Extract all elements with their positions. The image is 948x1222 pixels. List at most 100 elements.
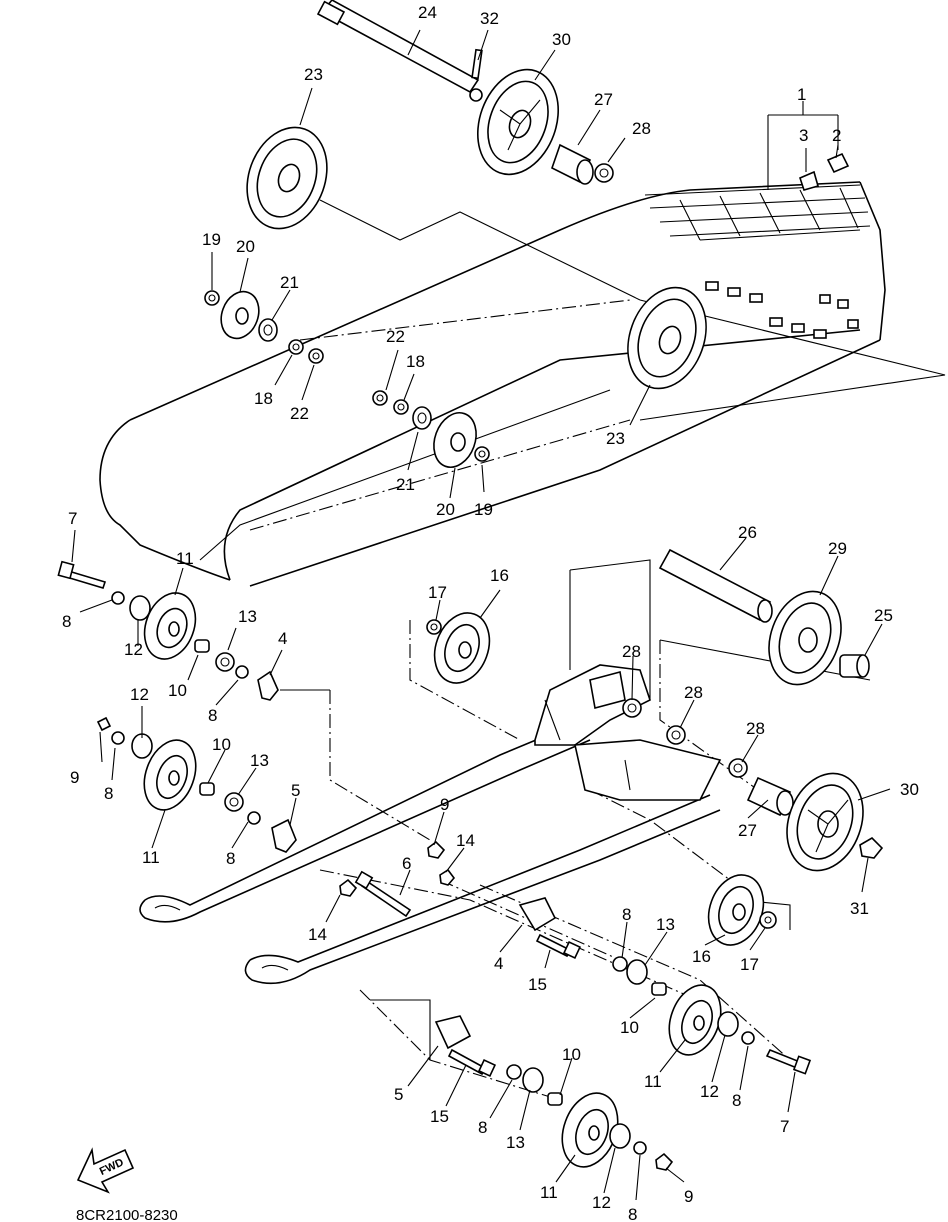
callout-16: 16 — [692, 947, 711, 966]
callout-15: 15 — [430, 1107, 449, 1126]
callout-7: 7 — [780, 1117, 789, 1136]
callout-numbers: 1 3 2 24 32 30 23 27 28 19 20 21 18 22 2… — [62, 3, 919, 1222]
wheel-11-d — [561, 1092, 619, 1168]
callout-8: 8 — [478, 1118, 487, 1137]
callout-10: 10 — [212, 735, 231, 754]
wheel-16-lower — [707, 874, 765, 946]
callout-30: 30 — [552, 30, 571, 49]
slide-rail-right — [244, 794, 721, 985]
callout-17: 17 — [740, 955, 759, 974]
callout-2: 2 — [832, 126, 841, 145]
callout-20: 20 — [436, 500, 455, 519]
callout-13: 13 — [506, 1133, 525, 1152]
callout-12: 12 — [700, 1082, 719, 1101]
collar-27-lower — [746, 776, 794, 817]
callout-9: 9 — [70, 768, 79, 787]
callout-24: 24 — [418, 3, 437, 22]
callout-1: 1 — [797, 85, 806, 104]
callout-9: 9 — [440, 795, 449, 814]
callout-12: 12 — [124, 640, 143, 659]
wheel-30-lower — [786, 772, 864, 872]
callout-3: 3 — [799, 126, 808, 145]
wheel-11-c — [668, 984, 722, 1056]
callout-8: 8 — [62, 612, 71, 631]
callout-25: 25 — [874, 606, 893, 625]
callout-28: 28 — [684, 683, 703, 702]
callout-22: 22 — [290, 404, 309, 423]
small-parts — [57, 152, 884, 1171]
collar-25 — [839, 654, 870, 678]
callout-8: 8 — [208, 706, 217, 725]
wheel-11-b — [143, 739, 197, 811]
callout-19: 19 — [474, 500, 493, 519]
wheel-16-upper — [433, 612, 491, 684]
callout-8: 8 — [732, 1091, 741, 1110]
callout-11: 11 — [644, 1072, 662, 1091]
callout-30: 30 — [900, 780, 919, 799]
track-cleats — [644, 184, 871, 339]
callout-10: 10 — [620, 1018, 639, 1037]
fwd-arrow: FWD — [76, 1147, 135, 1194]
callout-28: 28 — [632, 119, 651, 138]
wheel-23-lower — [627, 286, 707, 390]
callout-10: 10 — [562, 1045, 581, 1064]
callout-26: 26 — [738, 523, 757, 542]
callout-5: 5 — [291, 781, 300, 800]
callout-14: 14 — [456, 831, 475, 850]
callout-10: 10 — [168, 681, 187, 700]
center-frame — [534, 664, 722, 801]
callout-17: 17 — [428, 583, 447, 602]
wheel-20-lower — [433, 412, 477, 468]
callout-18: 18 — [406, 352, 425, 371]
callout-28: 28 — [622, 642, 641, 661]
callout-9: 9 — [684, 1187, 693, 1206]
callout-16: 16 — [490, 566, 509, 585]
callout-12: 12 — [592, 1193, 611, 1212]
leader-lines — [249, 199, 946, 1101]
callout-23: 23 — [606, 429, 625, 448]
callout-15: 15 — [528, 975, 547, 994]
callout-12: 12 — [130, 685, 149, 704]
callout-27: 27 — [738, 821, 757, 840]
callout-11: 11 — [176, 549, 194, 568]
callout-19: 19 — [202, 230, 221, 249]
callout-8: 8 — [622, 905, 631, 924]
callout-11: 11 — [142, 848, 160, 867]
wheel-20-upper — [220, 290, 260, 340]
callout-leaders — [71, 29, 891, 1201]
callout-6: 6 — [402, 854, 411, 873]
callout-14: 14 — [308, 925, 327, 944]
callout-8: 8 — [628, 1205, 637, 1222]
callout-13: 13 — [238, 607, 257, 626]
wheel-23-upper — [246, 126, 328, 230]
callout-21: 21 — [280, 273, 299, 292]
callout-22: 22 — [386, 327, 405, 346]
callout-13: 13 — [656, 915, 675, 934]
callout-20: 20 — [236, 237, 255, 256]
wheel-11-a — [143, 592, 197, 660]
callout-21: 21 — [396, 475, 415, 494]
callout-29: 29 — [828, 539, 847, 558]
shaft-26 — [658, 548, 773, 623]
callout-13: 13 — [250, 751, 269, 770]
collar-27-upper — [551, 143, 594, 185]
callout-8: 8 — [104, 784, 113, 803]
shaft-24 — [316, 0, 483, 102]
wheel-29 — [768, 590, 842, 686]
callout-4: 4 — [494, 954, 503, 973]
callout-23: 23 — [304, 65, 323, 84]
track-belt — [99, 181, 886, 587]
callout-4: 4 — [278, 629, 287, 648]
callout-27: 27 — [594, 90, 613, 109]
callout-32: 32 — [480, 9, 499, 28]
callout-5: 5 — [394, 1085, 403, 1104]
callout-28: 28 — [746, 719, 765, 738]
slide-rail-left — [139, 729, 591, 923]
callout-7: 7 — [68, 509, 77, 528]
callout-31: 31 — [850, 899, 869, 918]
callout-11: 11 — [540, 1183, 558, 1202]
callout-8: 8 — [226, 849, 235, 868]
diagram-code: 8CR2100-8230 — [76, 1207, 178, 1222]
